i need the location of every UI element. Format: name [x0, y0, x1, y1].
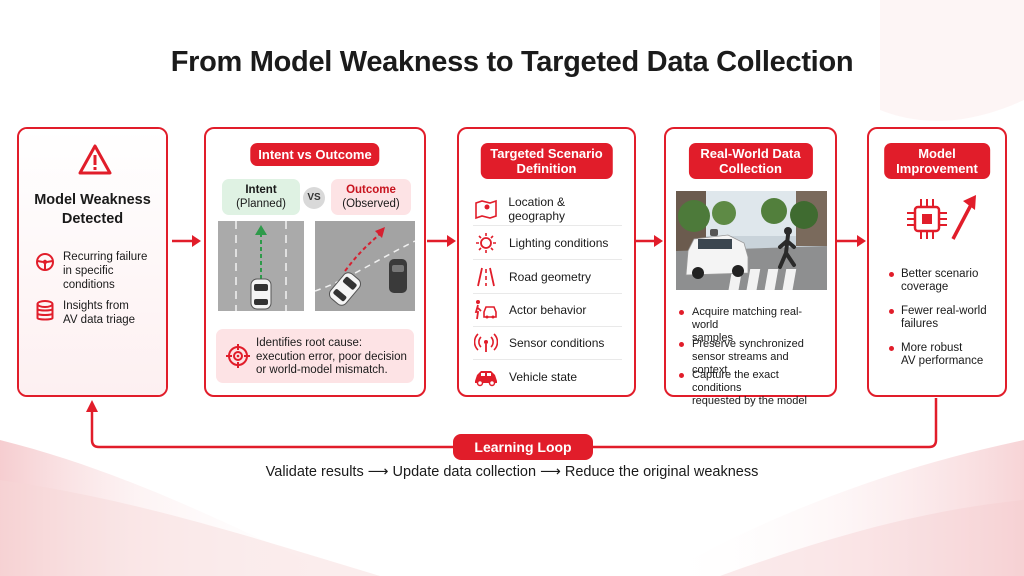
collection-bullet-preserve: Preserve synchronized sensor streams and… [678, 338, 827, 377]
improvement-bullet-robust: More robust AV performance [889, 342, 995, 368]
pedestrian-car-icon [474, 300, 497, 320]
panel-targeted-scenario: Targeted Scenario Definition Location & … [457, 127, 636, 397]
flow-arrow-3 [634, 235, 663, 247]
scenario-row-lighting: Lighting conditions [473, 227, 622, 260]
intent-label-box: Intent (Planned) [222, 179, 300, 215]
scenario-row-road-geometry: Road geometry [473, 261, 622, 294]
database-icon [36, 300, 54, 321]
root-cause-box: Identifies root cause: execution error, … [216, 329, 414, 383]
panel-model-weakness: Model Weakness Detected Recurring failur… [17, 127, 168, 397]
panel-intent-vs-outcome: Intent vs Outcome Intent (Planned) VS Ou… [204, 127, 426, 397]
chip-icon [907, 199, 947, 239]
warning-icon [78, 144, 112, 175]
street-scene-photo [676, 191, 827, 290]
panel1-item-insights: Insights from AV data triage [63, 300, 136, 326]
car-icon [475, 370, 497, 386]
steering-wheel-icon [36, 253, 54, 271]
outcome-road-image [315, 221, 415, 311]
improvement-bullet-coverage: Better scenario coverage [889, 268, 995, 294]
map-pin-icon [474, 199, 497, 220]
panel-real-world-collection: Real-World Data Collection Acquire match… [664, 127, 837, 407]
road-icon [477, 267, 495, 287]
pill-model-improvement: Model Improvement [884, 143, 990, 179]
vs-badge: VS [303, 187, 325, 209]
trend-up-arrow-icon [951, 195, 976, 240]
panel-model-improvement: Model Improvement Better scenario covera… [867, 127, 1007, 397]
sun-icon [476, 233, 496, 253]
pill-targeted-scenario: Targeted Scenario Definition [480, 143, 613, 179]
scenario-row-actor: Actor behavior [473, 294, 622, 327]
improvement-bullet-failures: Fewer real-world failures [889, 305, 995, 331]
panel1-item-recurring-failure: Recurring failure in specific conditions [63, 251, 148, 291]
panel1-heading: Model Weakness Detected [34, 192, 151, 227]
target-icon [226, 344, 250, 368]
signal-icon [474, 333, 498, 352]
learning-loop-caption: Validate results ⟶ Update data collectio… [265, 464, 759, 480]
outcome-label-box: Outcome (Observed) [331, 179, 411, 215]
collection-bullet-acquire: Acquire matching real-world samples [678, 306, 827, 345]
scenario-row-vehicle-state: Vehicle state [473, 360, 622, 393]
learning-loop-pill: Learning Loop [453, 434, 593, 460]
flow-arrow-4 [837, 235, 866, 247]
root-cause-text: Identifies root cause: execution error, … [256, 337, 407, 376]
intent-road-image [218, 221, 304, 311]
flow-arrow-2 [427, 235, 456, 247]
collection-bullet-capture: Capture the exact conditions requested b… [678, 369, 827, 408]
scenario-row-location: Location & geography [473, 193, 622, 226]
pill-intent-vs-outcome: Intent vs Outcome [250, 143, 380, 166]
page-title: From Model Weakness to Targeted Data Col… [170, 46, 854, 78]
flow-arrow-1 [172, 235, 201, 247]
scenario-row-sensor: Sensor conditions [473, 327, 622, 360]
pill-real-world-collection: Real-World Data Collection [688, 143, 813, 179]
